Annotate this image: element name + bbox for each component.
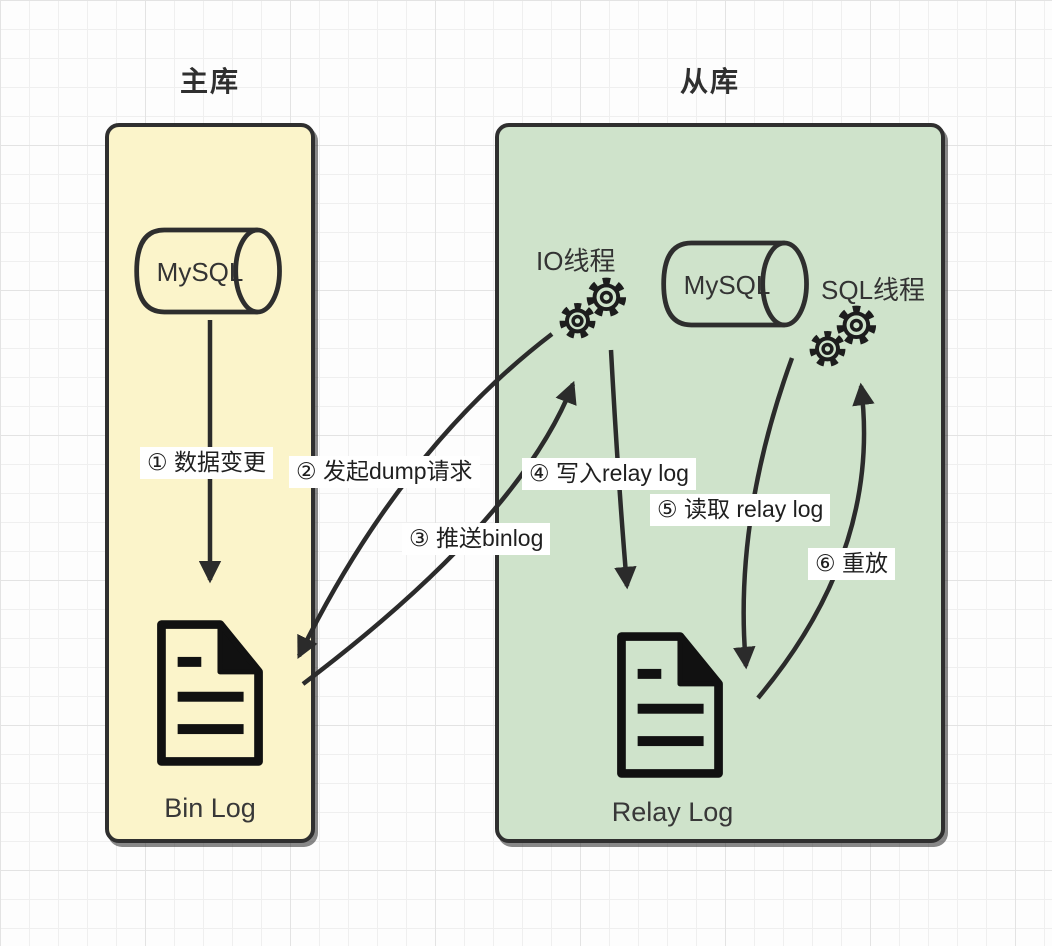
step-label-1: ① 数据变更 xyxy=(140,447,274,479)
slave-mysql-label: MySQL xyxy=(683,270,771,300)
step-label-4: ④ 写入relay log xyxy=(522,458,696,490)
relaylog-label: Relay Log xyxy=(611,797,734,827)
document-file-icon xyxy=(157,620,263,766)
database-cylinder-icon xyxy=(134,227,282,315)
binlog-label: Bin Log xyxy=(164,793,256,823)
master-title: 主库 xyxy=(179,66,240,97)
master-mysql-label: MySQL xyxy=(156,257,244,287)
step-label-6: ⑥ 重放 xyxy=(808,548,896,580)
step-label-5: ⑤ 读取 relay log xyxy=(650,494,831,526)
step-label-3: ③ 推送binlog xyxy=(402,523,551,555)
slave-title: 从库 xyxy=(679,66,740,97)
gears-icon xyxy=(809,305,877,367)
database-cylinder-icon xyxy=(661,240,809,328)
io-thread-label: IO线程 xyxy=(536,246,616,276)
step-label-2: ② 发起dump请求 xyxy=(289,456,480,488)
sql-thread-label: SQL线程 xyxy=(821,275,926,305)
document-file-icon xyxy=(617,632,723,778)
gears-icon xyxy=(559,277,627,339)
